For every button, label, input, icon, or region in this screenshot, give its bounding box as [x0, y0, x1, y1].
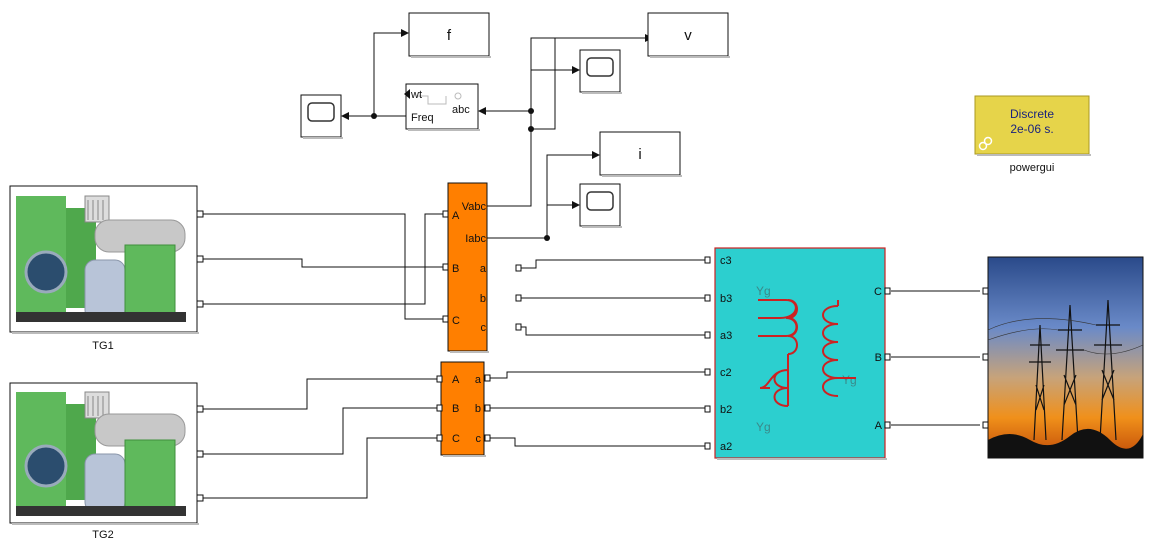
- wire-iabc-to-scope3[interactable]: [547, 205, 573, 238]
- trafo-port-c3: c3: [720, 255, 732, 267]
- generator-tg2-label: TG2: [92, 529, 113, 541]
- pll-wt-port: wt: [410, 89, 422, 101]
- goto-i-block[interactable]: i: [600, 132, 682, 177]
- breaker-port-c-in: C: [452, 433, 460, 445]
- generator-tg1-label: TG1: [92, 340, 113, 352]
- meas-port-c-in: C: [452, 315, 460, 327]
- arrow-scope3: [572, 201, 580, 209]
- breaker-port-a-in: A: [452, 374, 460, 386]
- generator-tg1-block[interactable]: TG1: [10, 186, 203, 352]
- meas-port-iabc: Iabc: [465, 233, 486, 245]
- trafo-port-A: A: [875, 420, 883, 432]
- three-phase-measurement-block[interactable]: A B C Vabc Iabc a b c: [443, 183, 521, 353]
- meas-port-b-in: B: [452, 263, 459, 275]
- trafo-port-c2: c2: [720, 367, 732, 379]
- wire-tg2-c[interactable]: [203, 438, 438, 498]
- pll-abc-port: abc: [452, 104, 470, 116]
- trafo-port-b3: b3: [720, 293, 732, 305]
- trafo-port-B: B: [875, 352, 882, 364]
- breaker-port-b-in: B: [452, 403, 459, 415]
- winding-label-right: Yg: [842, 373, 857, 387]
- wire-tg2-a[interactable]: [203, 379, 438, 409]
- junction-dot: [371, 113, 377, 119]
- meas-port-a-out: a: [480, 263, 487, 275]
- wire-br-c-a2[interactable]: [490, 438, 705, 446]
- trafo-port-a2: a2: [720, 441, 732, 453]
- meas-port-b-out: b: [480, 293, 486, 305]
- wire-pll-to-goto-f[interactable]: [374, 33, 401, 116]
- meas-port-vabc: Vabc: [462, 201, 487, 213]
- winding-label-bottom: Yg: [756, 420, 771, 434]
- meas-port-c-out: c: [481, 322, 487, 334]
- powergui-mode: Discrete: [1010, 107, 1054, 121]
- arrow-goto-f: [401, 29, 409, 37]
- breaker-port-a-out: a: [475, 374, 482, 386]
- three-winding-transformer-block[interactable]: c3 b3 a3 c2 b2 a2 C B A Yg Yg Yg: [705, 248, 890, 460]
- arrow-scope-pll: [341, 112, 349, 120]
- breaker-port-c-out: c: [476, 433, 482, 445]
- winding-label-top: Yg: [756, 284, 771, 298]
- goto-v-label: v: [684, 27, 692, 44]
- goto-v-block[interactable]: v: [648, 13, 730, 58]
- wire-tg1-b[interactable]: [203, 259, 446, 267]
- junction-dot: [544, 235, 550, 241]
- meas-port-a-in: A: [452, 210, 460, 222]
- generator-tg2-block[interactable]: TG2: [10, 383, 203, 541]
- scope-voltage[interactable]: [580, 50, 622, 94]
- scope-current[interactable]: [580, 184, 622, 228]
- wire-br-a-c2[interactable]: [490, 372, 705, 378]
- goto-i-label: i: [638, 146, 641, 163]
- powergui-sample-time: 2e-06 s.: [1010, 122, 1053, 136]
- pll-freq-port: Freq: [411, 112, 434, 124]
- wire-meas-c-a3[interactable]: [521, 327, 705, 335]
- scope-pll[interactable]: [301, 95, 343, 139]
- three-phase-breaker-block[interactable]: A B C a b c: [437, 362, 490, 457]
- trafo-port-b2: b2: [720, 404, 732, 416]
- arrow-scope2: [572, 66, 580, 74]
- wire-iabc-to-goto-i[interactable]: [487, 155, 593, 238]
- powergui-block[interactable]: Discrete 2e-06 s. powergui: [975, 96, 1091, 174]
- pll-block[interactable]: wt Freq abc: [404, 84, 480, 131]
- junction-dot: [528, 126, 534, 132]
- wire-tg2-b[interactable]: [203, 408, 438, 454]
- powergui-caption: powergui: [1010, 162, 1055, 174]
- wire-meas-a-c3[interactable]: [521, 260, 705, 268]
- power-grid-image[interactable]: [983, 257, 1143, 458]
- trafo-port-a3: a3: [720, 330, 732, 342]
- arrow-goto-i: [592, 151, 600, 159]
- trafo-port-C: C: [874, 286, 882, 298]
- junction-dot: [528, 108, 534, 114]
- wire-vabc-to-scope1[interactable]: [487, 38, 574, 206]
- arrow-pll-abc: [478, 107, 486, 115]
- breaker-port-b-out: b: [475, 403, 481, 415]
- goto-f-block[interactable]: f: [409, 13, 491, 58]
